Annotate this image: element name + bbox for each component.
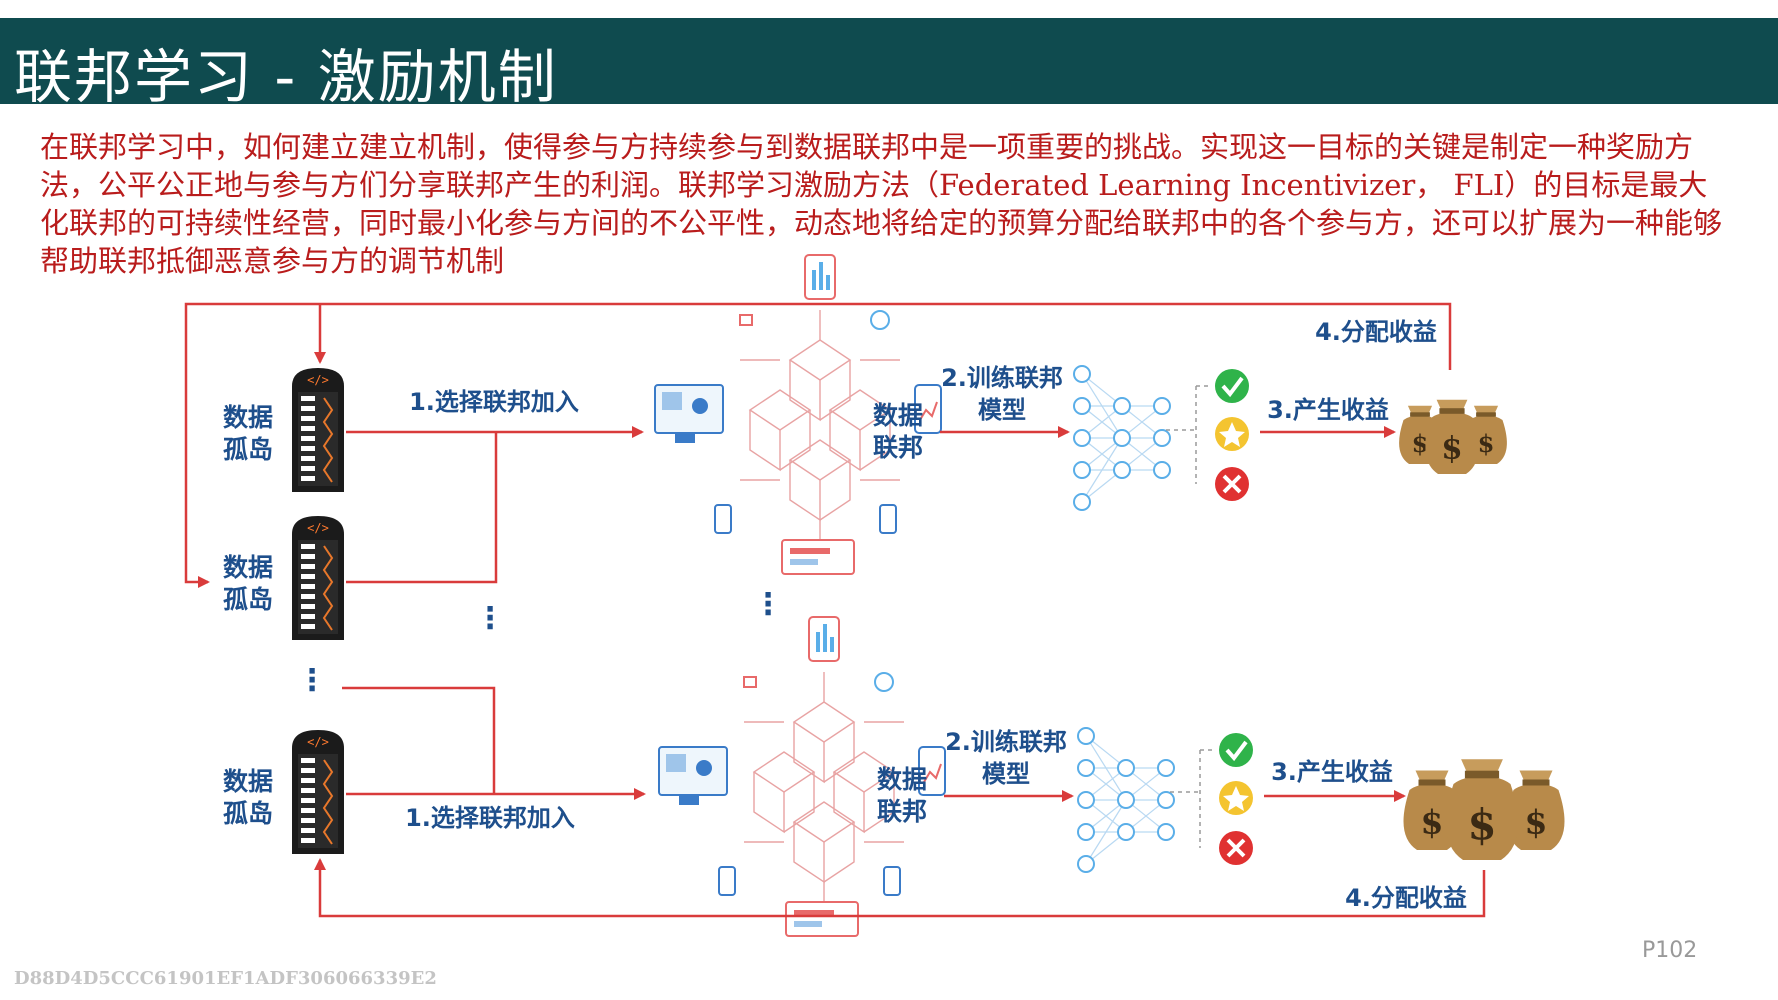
ellipsis-dots: ⋮ — [297, 663, 327, 698]
step1-label: 1.选择联邦加入 — [405, 804, 575, 832]
island-label: 数据 — [223, 767, 273, 796]
federation-label: 联邦 — [877, 797, 927, 826]
island-label: 数据 — [223, 403, 273, 432]
server-icon — [291, 515, 345, 641]
step3-label: 3.产生收益 — [1271, 758, 1393, 786]
step2-label: 模型 — [978, 396, 1026, 424]
island-label: 孤岛 — [223, 435, 273, 464]
server-icon — [291, 367, 345, 493]
neural-network-icon — [1073, 365, 1171, 511]
check-icon — [1219, 733, 1253, 767]
step2-label: 2.训练联邦 — [945, 728, 1067, 756]
page-title: 联邦学习 - 激励机制 — [14, 43, 558, 111]
top-feedback-arrow — [184, 302, 1452, 588]
cross-icon — [1219, 831, 1253, 865]
star-icon — [1219, 781, 1253, 815]
neural-network-icon — [1077, 727, 1175, 873]
server-icon — [291, 729, 345, 855]
island2-connector — [346, 432, 498, 584]
watermark: D88D4D5CCC61901EF1ADF306066339E2 — [14, 968, 437, 989]
step1-label: 1.选择联邦加入 — [409, 388, 579, 416]
intro-paragraph: 在联邦学习中，如何建立建立机制，使得参与方持续参与到数据联邦中是一项重要的挑战。… — [40, 130, 1723, 278]
page-number: P102 — [1642, 938, 1698, 963]
title-bar: 联邦学习 - 激励机制 — [0, 18, 1778, 111]
bottom-feedback-arrow — [314, 858, 1486, 918]
federation-label: 数据 — [877, 765, 927, 794]
step4-label: 4.分配收益 — [1315, 318, 1437, 346]
island-label: 孤岛 — [223, 585, 273, 614]
money-bag-icon — [1403, 759, 1565, 860]
island-label: 数据 — [223, 553, 273, 582]
check-icon — [1215, 369, 1249, 403]
star-icon — [1215, 417, 1249, 451]
federation-label: 联邦 — [873, 433, 923, 462]
step4-label: 4.分配收益 — [1345, 884, 1467, 912]
cross-icon — [1215, 467, 1249, 501]
step3-label: 3.产生收益 — [1267, 396, 1389, 424]
island-label: 孤岛 — [223, 799, 273, 828]
ellipsis-dots: ⋮ — [753, 587, 783, 622]
lower-connector — [342, 686, 496, 794]
step2-label: 2.训练联邦 — [941, 364, 1063, 392]
step2-label: 模型 — [982, 760, 1030, 788]
money-bag-icon — [1399, 399, 1507, 474]
ellipsis-dots: ⋮ — [475, 601, 505, 636]
federation-label: 数据 — [873, 401, 923, 430]
